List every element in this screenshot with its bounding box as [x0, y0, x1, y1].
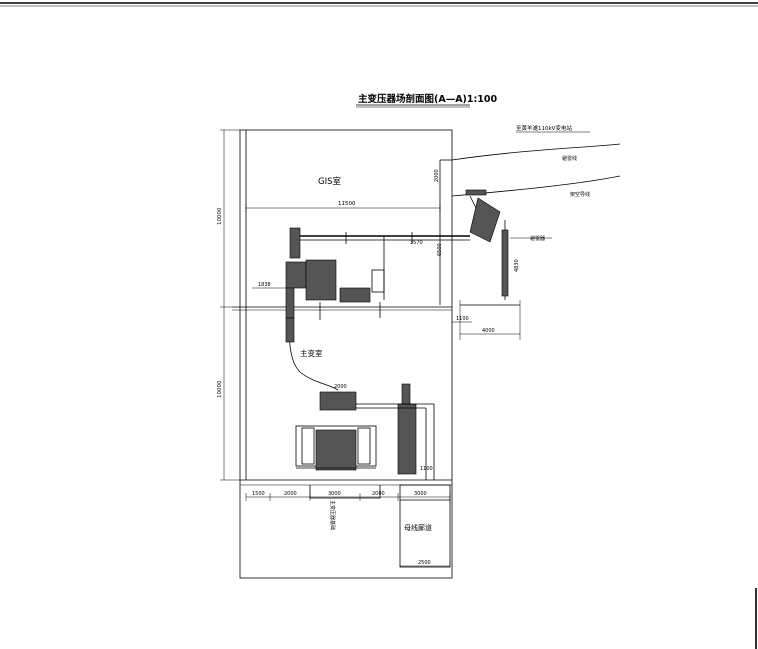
dim-bottom-1500: 1500 — [252, 491, 265, 497]
main-transformer — [295, 383, 435, 480]
dim-bottom-3000-a: 3000 — [328, 491, 341, 497]
dim-lower-height: 10000 — [217, 380, 223, 398]
callout-to-substation: 至黄羊滩110kV变电站 — [516, 124, 572, 132]
dim-bottom-2000-a: 2000 — [284, 491, 297, 497]
dim-4000: 4000 — [482, 328, 495, 334]
dim-6500: 6500 — [437, 243, 443, 256]
dim-bottom-3000-b: 3000 — [414, 491, 427, 497]
overhead-lines — [451, 143, 621, 340]
dim-bottom-2000-b: 2000 — [372, 491, 385, 497]
label-gis-room: GIS室 — [318, 176, 341, 187]
dim-gis-height: 10000 — [217, 207, 223, 225]
label-busbar-corridor: 母线廊道 — [404, 523, 432, 532]
dim-3570: 3570 — [410, 240, 423, 246]
dim-1100-b: 1100 — [420, 466, 433, 472]
dim-2000-top: 2000 — [434, 169, 440, 182]
callout-overhead-conductor: 架空导线 — [570, 191, 590, 198]
building-outline — [232, 129, 453, 579]
gis-equipment — [285, 227, 470, 320]
callout-surge-arrester: 避雷器 — [530, 235, 545, 242]
dim-corridor-2500: 2500 — [418, 560, 431, 566]
callout-lightning-line: 避雷线 — [562, 155, 577, 162]
dim-1100-a: 1100 — [456, 316, 469, 322]
label-main-transformer-room: 主变室 — [300, 348, 323, 358]
dim-gis-width: 11500 — [338, 201, 356, 207]
left-dimensions — [220, 129, 240, 481]
dim-1838: 1838 — [258, 282, 271, 288]
bottom-dimensions — [245, 493, 451, 501]
drawing-title: 主变压器场剖面图(A—A)1:100 — [358, 93, 498, 105]
dim-11500-line — [245, 204, 441, 212]
dim-2000-cable: 2000 — [334, 384, 347, 390]
dim-4830: 4830 — [514, 259, 520, 272]
vertical-note: 主变压器基础 — [329, 500, 336, 530]
